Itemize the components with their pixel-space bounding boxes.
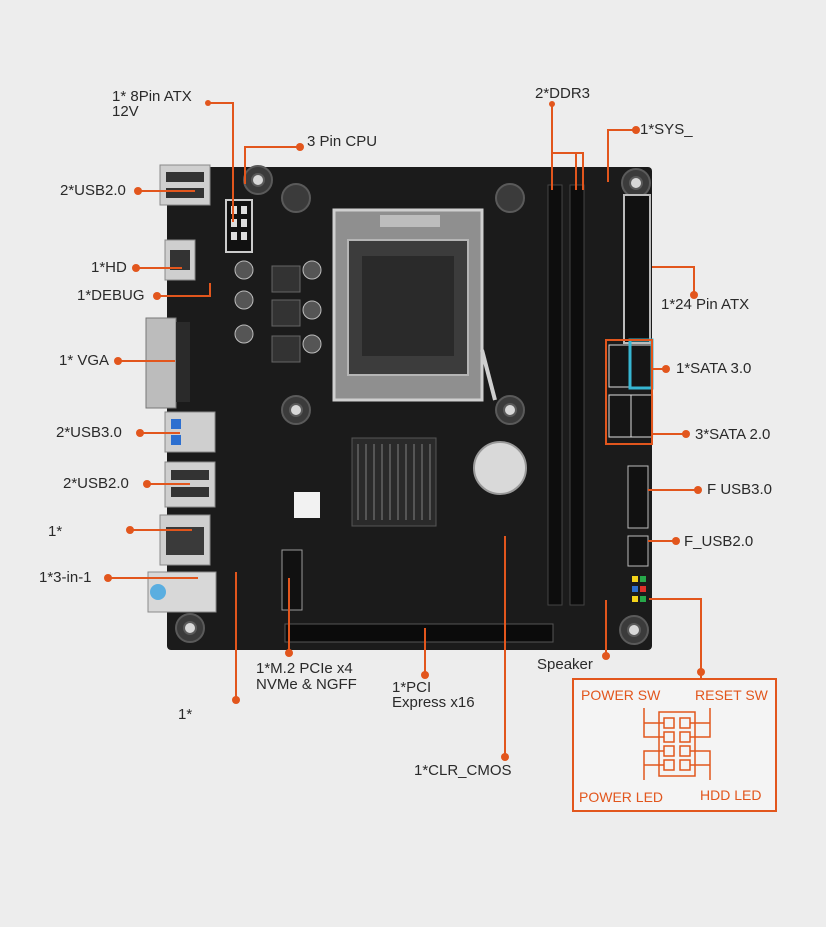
io-ports: [145, 164, 217, 613]
leader-dots: [104, 100, 705, 761]
atx24pin-connector: [623, 194, 651, 344]
cmos-battery: [473, 441, 527, 495]
atx8pin-label-line1: 1* 8Pin ATX: [112, 88, 192, 105]
chipset-heatsink: [351, 437, 437, 527]
usb2-top-port: [159, 164, 211, 206]
pcie-x16-slot: [284, 623, 554, 643]
reset-sw-label: RESET SW: [695, 687, 768, 703]
sata3-label: 1*SATA 3.0: [676, 360, 752, 377]
power-sw-label: POWER SW: [581, 687, 661, 703]
f-usb2-header: [627, 535, 649, 567]
leader-lines: [108, 102, 702, 757]
power-led-label: POWER LED: [579, 789, 664, 805]
vga-port: [145, 317, 177, 409]
vga-label: 1* VGA: [59, 352, 110, 369]
sata2-highlight-box: [605, 339, 653, 445]
m2-label-line2: NVMe & NGFF: [256, 676, 357, 693]
clr-cmos-label: 1*CLR_CMOS: [414, 762, 512, 779]
atx24pin-label: 1*24 Pin ATX: [661, 296, 750, 313]
sata2-label: 3*SATA 2.0: [695, 426, 771, 443]
ddr3-label: 2*DDR3: [535, 85, 591, 102]
front-panel-pinout-diagram: [643, 708, 711, 780]
atx8pin-connector: [225, 199, 253, 253]
qr-sticker: [294, 492, 320, 518]
usb3-label: 2*USB3.0: [56, 424, 122, 441]
bottom-left-label: 1*: [178, 706, 193, 723]
m2-slot: [281, 549, 303, 611]
m2-label-line1: 1*M.2 PCIe x4: [256, 660, 353, 677]
audio-label: 1*3-in-1: [39, 569, 92, 586]
usb2-bottom-label: 2*USB2.0: [63, 475, 129, 492]
mounting-holes: [175, 165, 651, 645]
speaker-label: Speaker: [537, 656, 593, 673]
pci-label-line2: Express x16: [392, 694, 475, 711]
usb2-top-label: 2*USB2.0: [60, 182, 126, 199]
front-panel-header: [632, 576, 646, 602]
vrm-components: [234, 260, 322, 363]
lan-label: 1*: [48, 523, 63, 540]
hdd-led-label: HDD LED: [700, 787, 762, 803]
cpu-socket: [332, 208, 497, 402]
cpu-fan-label: 3 Pin CPU: [307, 133, 378, 150]
debug-label: 1*DEBUG: [77, 287, 145, 304]
sys-fan-label: 1*SYS_: [640, 121, 693, 138]
hd-label: 1*HD: [91, 259, 127, 276]
atx8pin-label-line2: 12V: [112, 103, 139, 120]
f-usb2-label: F_USB2.0: [684, 533, 754, 550]
pci-label-line1: 1*PCI: [392, 679, 432, 696]
f-usb3-label: F USB3.0: [707, 481, 773, 498]
f-usb3-header: [627, 465, 649, 529]
front-panel-pinout-box: POWER SW RESET SW POWER LED HDD LED: [572, 678, 777, 812]
